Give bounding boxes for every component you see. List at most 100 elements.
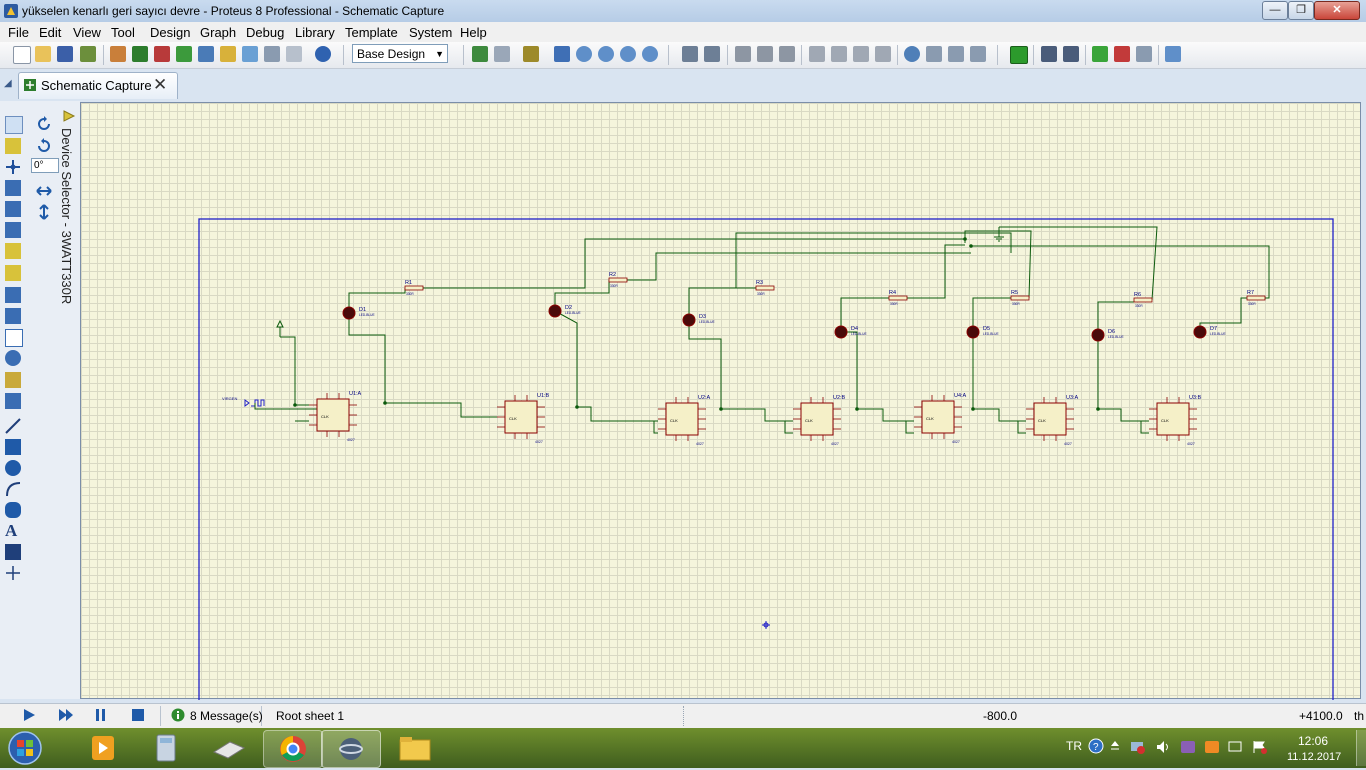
rotate-clockwise-icon[interactable]: [36, 116, 52, 132]
block-move-icon[interactable]: [831, 46, 847, 62]
taskbar-proteus[interactable]: [321, 730, 381, 768]
volume-icon[interactable]: [1156, 740, 1172, 754]
import-icon[interactable]: [80, 46, 96, 62]
taskbar-media-player[interactable]: [74, 730, 132, 766]
probe-icon[interactable]: [5, 372, 21, 388]
zoom-all-icon[interactable]: [620, 46, 636, 62]
clock-date[interactable]: 11.12.2017: [1287, 751, 1342, 763]
marker-tool-icon[interactable]: [5, 565, 21, 581]
messages-count[interactable]: 8 Message(s): [190, 709, 263, 723]
virtual-instruments-icon[interactable]: [5, 393, 21, 409]
electrical-rule-check-icon[interactable]: [1165, 46, 1181, 62]
text-tool-icon[interactable]: A: [5, 521, 18, 540]
clock-time[interactable]: 12:06: [1298, 734, 1329, 748]
bom-icon[interactable]: [220, 46, 236, 62]
display-tray-icon[interactable]: [1228, 740, 1244, 754]
mirror-horizontal-icon[interactable]: [36, 183, 52, 199]
generator-icon[interactable]: [5, 350, 21, 366]
taskbar-explorer[interactable]: [386, 730, 444, 766]
cut-icon[interactable]: [735, 46, 751, 62]
terminals-icon[interactable]: [5, 265, 21, 281]
gerber-viewer-icon[interactable]: [176, 46, 192, 62]
menu-system[interactable]: System: [409, 25, 453, 40]
path-tool-icon[interactable]: [5, 502, 21, 518]
home-icon[interactable]: [110, 46, 126, 62]
redo-icon[interactable]: [704, 46, 720, 62]
pcb-layout-icon[interactable]: [154, 46, 170, 62]
block-rotate-icon[interactable]: [853, 46, 869, 62]
minimize-button[interactable]: —: [1262, 1, 1288, 20]
media-tray-icon[interactable]: [1180, 740, 1196, 754]
refresh-icon[interactable]: [472, 46, 488, 62]
play-simulation-icon[interactable]: [22, 708, 36, 722]
stop-simulation-icon[interactable]: [131, 708, 145, 722]
menu-graph[interactable]: Graph: [200, 25, 237, 40]
pan-icon[interactable]: [554, 46, 570, 62]
symbol-tool-icon[interactable]: [5, 544, 21, 560]
language-indicator[interactable]: TR: [1066, 739, 1082, 753]
subcircuit-icon[interactable]: [5, 243, 21, 259]
copy-icon[interactable]: [757, 46, 773, 62]
wire-autorouter-icon[interactable]: [1010, 46, 1028, 64]
rotate-anticlockwise-icon[interactable]: [36, 138, 52, 154]
info-icon[interactable]: [171, 708, 185, 722]
remove-sheet-icon[interactable]: [1114, 46, 1130, 62]
component-mode-icon[interactable]: [5, 138, 21, 154]
exit-to-parent-icon[interactable]: [1136, 46, 1152, 62]
undo-icon[interactable]: [682, 46, 698, 62]
schematic-icon[interactable]: [132, 46, 148, 62]
menu-file[interactable]: File: [8, 25, 29, 40]
menu-tool[interactable]: Tool: [111, 25, 135, 40]
start-button[interactable]: [6, 730, 44, 766]
wire-label-icon[interactable]: [5, 180, 21, 196]
grid-toggle-icon[interactable]: [494, 46, 510, 62]
make-device-icon[interactable]: [926, 46, 942, 62]
tray-expand-icon[interactable]: [1110, 740, 1120, 752]
flag-alert-icon[interactable]: [1252, 740, 1268, 754]
project-notes-icon[interactable]: [286, 46, 302, 62]
menu-view[interactable]: View: [73, 25, 101, 40]
close-window-button[interactable]: ✕: [1314, 1, 1360, 20]
update-tray-icon[interactable]: [1204, 740, 1220, 754]
menu-design[interactable]: Design: [150, 25, 191, 40]
save-icon[interactable]: [57, 46, 73, 62]
3d-visualizer-icon[interactable]: [198, 46, 214, 62]
text-script-icon[interactable]: [5, 201, 21, 217]
box-tool-icon[interactable]: [5, 439, 21, 455]
pin-icon[interactable]: ◢: [4, 78, 12, 89]
menu-debug[interactable]: Debug: [246, 25, 285, 40]
circle-tool-icon[interactable]: [5, 460, 21, 476]
origin-icon[interactable]: [523, 46, 539, 62]
close-tab-icon[interactable]: ✕: [153, 75, 168, 94]
tab-schematic-capture[interactable]: Schematic Capture ✕: [18, 72, 178, 99]
help-icon[interactable]: [315, 46, 331, 62]
tape-recorder-icon[interactable]: [5, 329, 23, 347]
zoom-in-icon[interactable]: [576, 46, 592, 62]
taskbar-archiver[interactable]: [200, 730, 258, 766]
notes-icon[interactable]: [264, 46, 280, 62]
menu-library[interactable]: Library: [295, 25, 335, 40]
new-file-icon[interactable]: [13, 46, 31, 64]
taskbar-chrome[interactable]: [263, 730, 323, 768]
buses-icon[interactable]: [5, 222, 21, 238]
step-simulation-icon[interactable]: [58, 708, 74, 722]
graph-mode-icon[interactable]: [5, 308, 21, 324]
block-delete-icon[interactable]: [875, 46, 891, 62]
mirror-vertical-icon[interactable]: [36, 204, 52, 220]
menu-template[interactable]: Template: [345, 25, 398, 40]
network-status-icon[interactable]: [1130, 740, 1146, 754]
selection-mode-icon[interactable]: [5, 116, 23, 134]
rotation-angle-field[interactable]: 0°: [31, 158, 59, 173]
device-pins-icon[interactable]: [5, 287, 21, 303]
arc-tool-icon[interactable]: [5, 481, 21, 497]
taskbar-calculator[interactable]: [137, 730, 195, 766]
maximize-button[interactable]: ❐: [1288, 1, 1314, 20]
packaging-tool-icon[interactable]: [948, 46, 964, 62]
pick-device-icon[interactable]: [904, 46, 920, 62]
open-folder-icon[interactable]: [35, 46, 51, 62]
source-code-icon[interactable]: [242, 46, 258, 62]
design-variant-select[interactable]: Base Design ▼: [352, 44, 448, 63]
decompose-icon[interactable]: [970, 46, 986, 62]
show-desktop-button[interactable]: [1356, 730, 1366, 766]
